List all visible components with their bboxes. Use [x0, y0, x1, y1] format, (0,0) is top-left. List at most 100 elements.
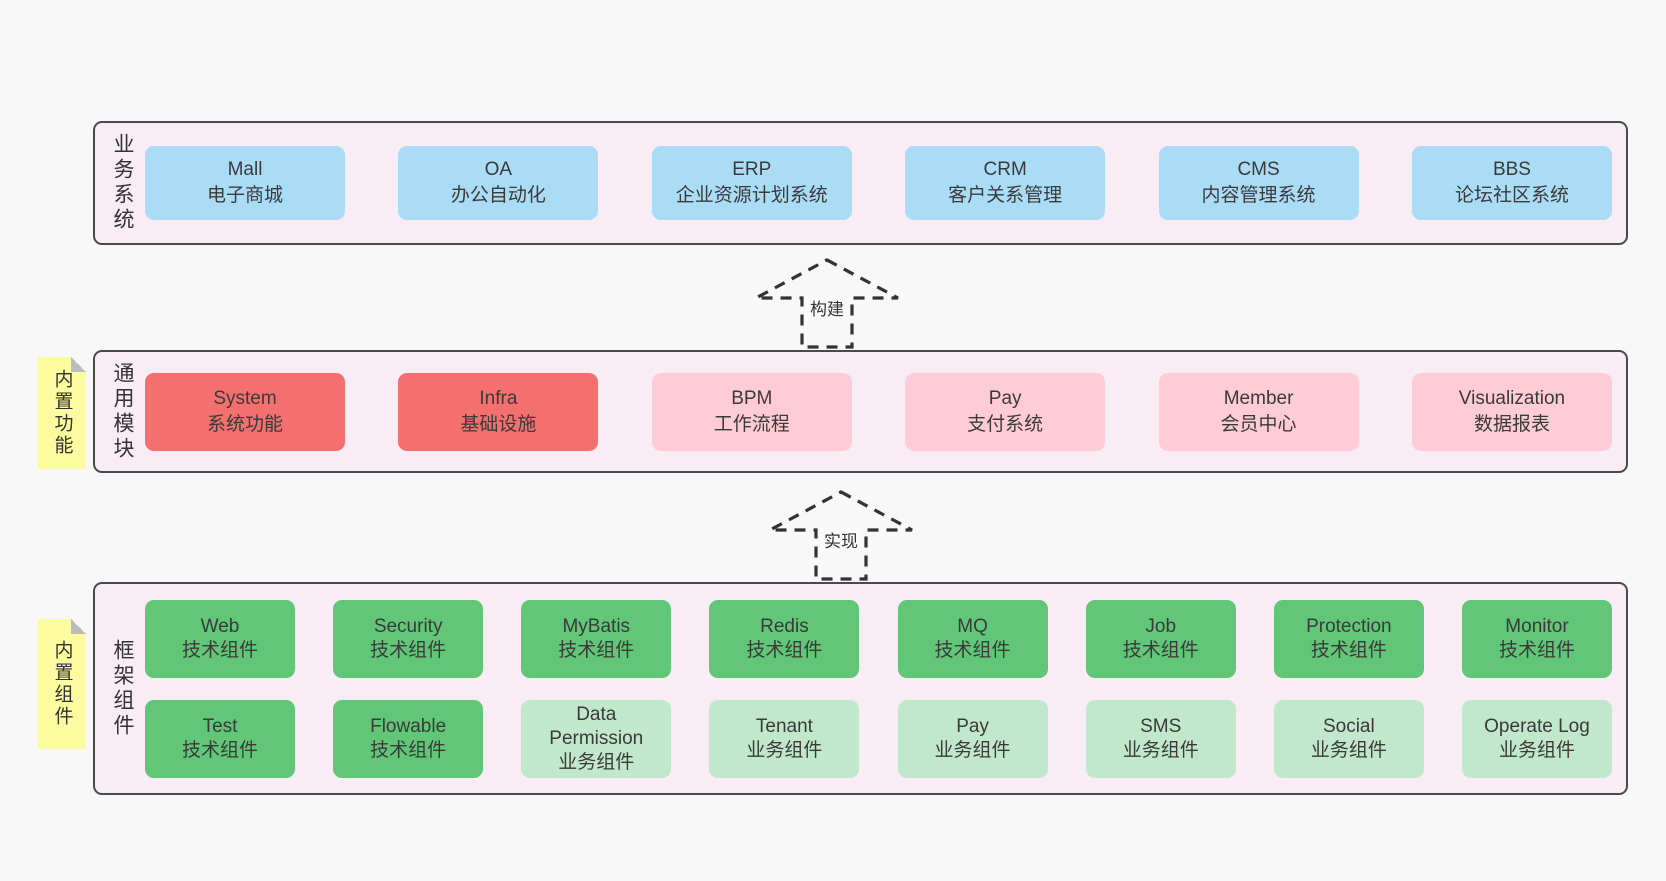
- box-title: MyBatis: [562, 616, 631, 637]
- box-security: Security 技术组件: [333, 600, 484, 678]
- box-pay: Pay 支付系统: [905, 372, 1106, 451]
- box-flowable: Flowable 技术组件: [333, 700, 484, 778]
- box-pay-business: Pay 业务组件: [897, 700, 1048, 778]
- box-subtitle: 业务组件: [934, 740, 1011, 761]
- components-box-row-2: Test 技术组件 Flowable 技术组件 Data Permission …: [137, 700, 1626, 778]
- box-subtitle: 工作流程: [713, 413, 790, 435]
- box-subtitle: 业务组件: [1310, 740, 1387, 761]
- sticky-note-builtin-components: 内置组件: [38, 619, 86, 749]
- box-crm: CRM 客户关系管理: [905, 146, 1106, 220]
- components-rows: Web 技术组件 Security 技术组件 MyBatis 技术组件 Redi…: [137, 582, 1626, 795]
- box-subtitle: 技术组件: [370, 740, 447, 761]
- box-oa: OA 办公自动化: [398, 146, 599, 220]
- box-cms: CMS 内容管理系统: [1158, 146, 1359, 220]
- box-subtitle: 技术组件: [1310, 640, 1387, 661]
- box-subtitle: 技术组件: [1498, 640, 1575, 661]
- box-title: Tenant: [755, 716, 813, 737]
- box-subtitle: 系统功能: [206, 413, 283, 435]
- box-subtitle: 业务组件: [1498, 740, 1575, 761]
- box-subtitle: 技术组件: [370, 640, 447, 661]
- box-subtitle: 办公自动化: [450, 185, 546, 206]
- box-subtitle: 业务组件: [558, 752, 635, 773]
- box-mall: Mall 电子商城: [145, 146, 345, 220]
- box-subtitle: 业务组件: [746, 740, 823, 761]
- box-title: SMS: [1140, 716, 1182, 737]
- box-job: Job 技术组件: [1085, 600, 1236, 678]
- box-infra: Infra 基础设施: [398, 372, 599, 451]
- box-title: Pay: [988, 387, 1022, 409]
- box-title: Job: [1145, 616, 1177, 637]
- box-erp: ERP 企业资源计划系统: [651, 146, 852, 220]
- box-web: Web 技术组件: [145, 600, 295, 678]
- box-title: Test: [202, 716, 238, 737]
- layer-business-systems: 业务系统 Mall 电子商城 OA 办公自动化 ERP 企业资源计划系统 CRM…: [93, 121, 1628, 245]
- layer-label-common-modules: 通用模块: [111, 361, 134, 462]
- box-title: ERP: [732, 159, 772, 180]
- box-social: Social 业务组件: [1273, 700, 1424, 778]
- box-title: BBS: [1492, 159, 1531, 180]
- layer-common-modules: 通用模块 System 系统功能 Infra 基础设施 BPM 工作流程 Pay…: [93, 350, 1628, 473]
- business-box-row: Mall 电子商城 OA 办公自动化 ERP 企业资源计划系统 CRM 客户关系…: [137, 146, 1626, 220]
- box-subtitle: 技术组件: [1122, 640, 1199, 661]
- box-tenant: Tenant 业务组件: [709, 700, 860, 778]
- box-bpm: BPM 工作流程: [651, 372, 852, 451]
- box-data-permission: Data Permission 业务组件: [521, 700, 672, 778]
- box-subtitle: 业务组件: [1122, 740, 1199, 761]
- box-subtitle: 企业资源计划系统: [675, 185, 828, 206]
- box-title: Flowable: [370, 716, 447, 737]
- box-title: Web: [200, 616, 240, 637]
- box-subtitle: 数据报表: [1473, 413, 1550, 435]
- box-sms: SMS 业务组件: [1085, 700, 1236, 778]
- box-bbs: BBS 论坛社区系统: [1411, 146, 1612, 220]
- box-title: MQ: [957, 616, 988, 637]
- box-title: Mall: [227, 159, 263, 180]
- box-subtitle: 电子商城: [206, 185, 283, 206]
- box-title: Infra: [479, 387, 518, 409]
- box-subtitle: 支付系统: [967, 413, 1044, 435]
- box-title: BPM: [731, 387, 773, 409]
- box-subtitle: 技术组件: [181, 740, 258, 761]
- components-box-row-1: Web 技术组件 Security 技术组件 MyBatis 技术组件 Redi…: [137, 600, 1626, 678]
- box-title: CMS: [1237, 159, 1280, 180]
- build-arrow: 构建: [752, 256, 902, 351]
- box-system: System 系统功能: [145, 372, 345, 451]
- box-title: Social: [1322, 716, 1375, 737]
- box-title: System: [213, 387, 277, 409]
- sticky-note-builtin-features: 内置功能: [38, 357, 86, 469]
- box-title: Security: [373, 616, 443, 637]
- box-subtitle: 基础设施: [460, 413, 537, 435]
- box-title: OA: [484, 159, 513, 180]
- build-arrow-label: 构建: [806, 294, 848, 321]
- layer-framework-components: 框架组件 Web 技术组件 Security 技术组件 MyBatis 技术组件…: [93, 582, 1628, 795]
- box-subtitle: 技术组件: [181, 640, 258, 661]
- box-title: Monitor: [1505, 616, 1569, 637]
- box-visualization: Visualization 数据报表: [1411, 372, 1612, 451]
- box-title: Protection: [1306, 616, 1392, 637]
- box-mybatis: MyBatis 技术组件: [521, 600, 672, 678]
- box-member: Member 会员中心: [1158, 372, 1359, 451]
- layer-label-business-systems: 业务系统: [111, 133, 134, 233]
- box-title: Member: [1223, 387, 1294, 409]
- box-subtitle: 技术组件: [934, 640, 1011, 661]
- box-subtitle: 会员中心: [1220, 413, 1297, 435]
- box-subtitle: 技术组件: [746, 640, 823, 661]
- layer-label-framework-components: 框架组件: [111, 638, 134, 739]
- box-subtitle: 技术组件: [558, 640, 635, 661]
- box-title: CRM: [983, 159, 1027, 180]
- box-test: Test 技术组件: [145, 700, 295, 778]
- box-subtitle: 客户关系管理: [948, 185, 1063, 206]
- box-operate-log: Operate Log 业务组件: [1461, 700, 1612, 778]
- box-title: Redis: [760, 616, 809, 637]
- implement-arrow-label: 实现: [820, 526, 862, 553]
- box-subtitle: 论坛社区系统: [1454, 185, 1569, 206]
- box-title: Data Permission: [549, 704, 644, 749]
- box-subtitle: 内容管理系统: [1201, 185, 1316, 206]
- box-mq: MQ 技术组件: [897, 600, 1048, 678]
- box-title: Operate Log: [1484, 716, 1590, 737]
- box-title: Visualization: [1458, 387, 1566, 409]
- modules-box-row: System 系统功能 Infra 基础设施 BPM 工作流程 Pay 支付系统…: [137, 372, 1626, 451]
- box-title: Pay: [956, 716, 989, 737]
- box-monitor: Monitor 技术组件: [1461, 600, 1612, 678]
- box-redis: Redis 技术组件: [709, 600, 860, 678]
- implement-arrow: 实现: [766, 488, 916, 583]
